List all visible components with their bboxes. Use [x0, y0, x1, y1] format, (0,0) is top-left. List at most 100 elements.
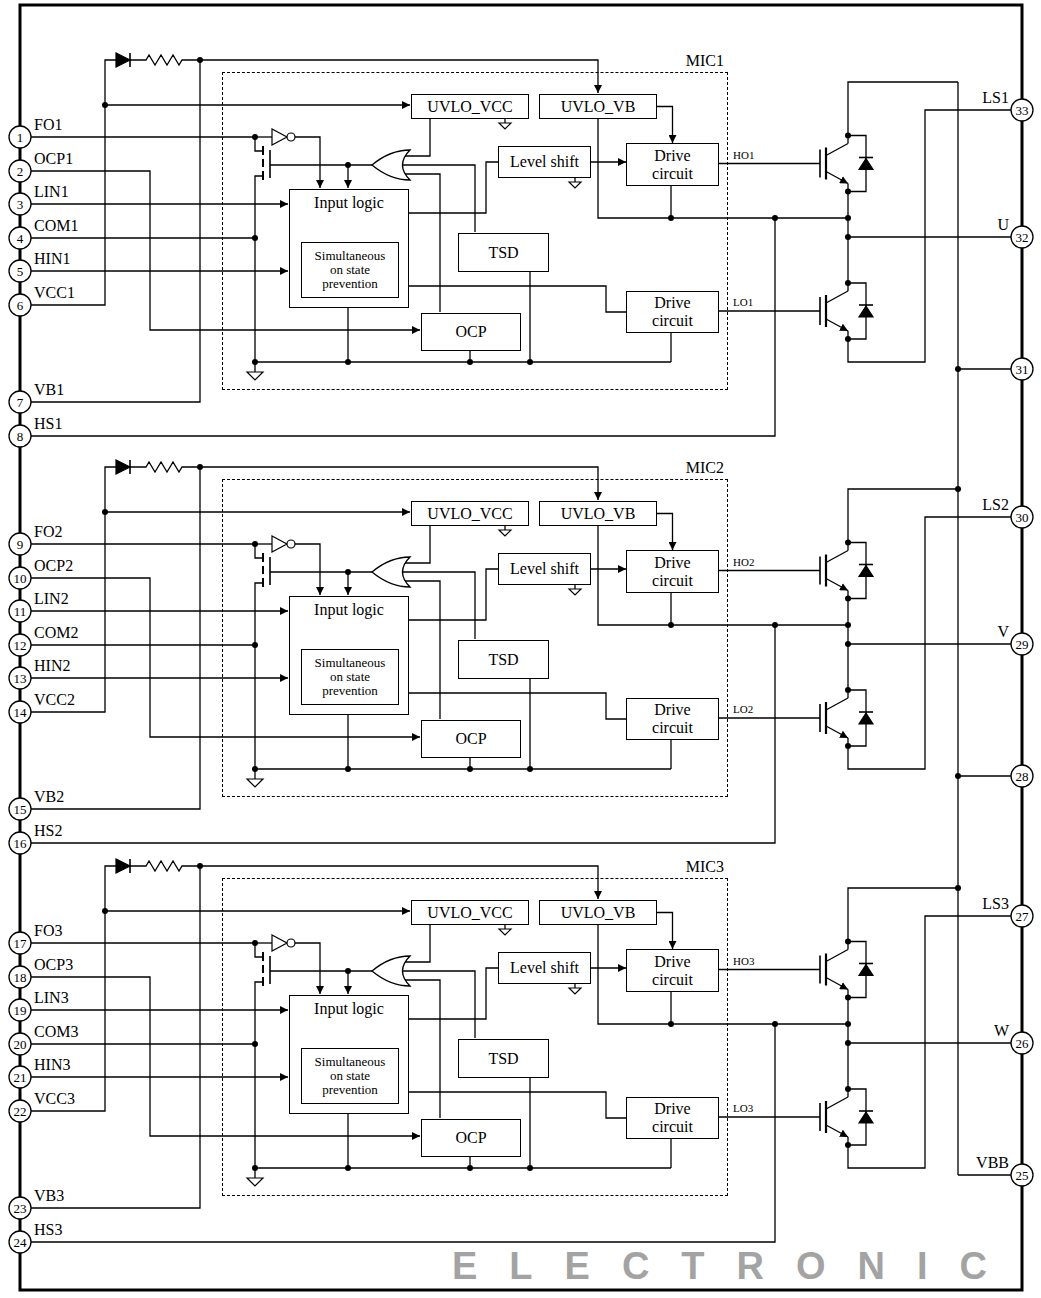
diode-symbol	[859, 564, 873, 566]
wire	[848, 643, 1022, 644]
ocp-box: OCP	[421, 720, 521, 758]
wire	[718, 310, 820, 311]
mosfet-symbol	[269, 150, 271, 178]
igbt-symbol	[826, 319, 848, 331]
wire	[20, 977, 420, 1136]
mic-block: MIC1UVLO_VCCUVLO_VBLevel shiftDrive circ…	[222, 72, 728, 390]
box-label: Input logic	[314, 194, 384, 212]
pin-name: U	[997, 216, 1009, 233]
wire	[105, 511, 410, 512]
wire	[255, 583, 263, 779]
inverter-symbol	[272, 935, 287, 951]
pin-circle	[1011, 358, 1033, 380]
pin-circle	[9, 999, 31, 1021]
box-label: Drive circuit	[642, 554, 704, 590]
igbt-symbol	[826, 551, 848, 563]
pin-name: HS1	[34, 415, 62, 432]
signal-connector	[409, 162, 498, 213]
pin-circle	[9, 227, 31, 249]
wire	[20, 467, 598, 809]
wire	[400, 165, 475, 232]
pin-circle	[9, 391, 31, 413]
wire	[848, 82, 958, 144]
pin-number: 28	[1016, 770, 1029, 783]
junction-dot	[467, 1165, 473, 1171]
drive-circuit-box: Drive circuit	[626, 143, 719, 186]
box-label: OCP	[455, 1129, 486, 1147]
signal-name: HO3	[733, 955, 754, 967]
pin-circle	[9, 966, 31, 988]
diode-symbol	[116, 53, 130, 67]
wire	[20, 866, 116, 1111]
wire	[670, 739, 671, 769]
wire	[848, 1042, 1022, 1043]
junction-dot	[345, 766, 351, 772]
pin-circle	[9, 425, 31, 447]
ground-symbol	[569, 182, 581, 188]
wire	[347, 971, 348, 994]
block-title: MIC1	[686, 52, 724, 70]
mosfet-symbol	[269, 557, 271, 585]
wire	[957, 82, 958, 1175]
wire	[347, 572, 348, 595]
junction-dot	[252, 1041, 258, 1047]
pin-name: OCP2	[34, 557, 73, 574]
pin-name: HIN2	[34, 657, 70, 674]
wire	[20, 60, 598, 402]
mosfet-symbol	[262, 159, 264, 167]
ground-symbol	[247, 1178, 263, 1186]
signal-connector	[409, 693, 626, 719]
pin-name: COM2	[34, 624, 78, 641]
wire	[848, 489, 958, 551]
wire	[20, 578, 420, 737]
junction-dot	[527, 766, 533, 772]
box-label: OCP	[455, 323, 486, 341]
wire	[347, 1113, 348, 1168]
mosfet-symbol	[262, 952, 264, 961]
pin-number: 30	[1016, 511, 1029, 524]
diode-symbol	[859, 304, 873, 306]
box-label: UVLO_VB	[561, 98, 636, 116]
watermark: ELECTRONIC	[452, 1247, 1019, 1285]
wire	[20, 270, 288, 271]
box-label: Input logic	[314, 601, 384, 619]
pin-number: 27	[1016, 910, 1029, 923]
wire	[347, 714, 348, 769]
igbt-symbol	[826, 698, 848, 710]
inverter-symbol	[287, 133, 295, 141]
mic-block: MIC3UVLO_VCCUVLO_VBLevel shiftDrive circ…	[222, 878, 728, 1196]
signal-connector	[657, 913, 673, 950]
wire	[718, 717, 820, 718]
junction-dot	[527, 1165, 533, 1171]
wire	[20, 644, 255, 645]
igbt-symbol	[826, 291, 848, 303]
ground-symbol	[499, 929, 511, 935]
pin-name: VCC2	[34, 691, 75, 708]
junction-dot	[772, 1021, 778, 1027]
wire	[105, 910, 410, 911]
wire	[20, 625, 775, 843]
wire	[718, 969, 820, 970]
pin-number: 25	[1016, 1169, 1029, 1182]
pin-name: COM3	[34, 1023, 78, 1040]
pin-number: 12	[14, 639, 27, 652]
box-label: Drive circuit	[642, 953, 704, 989]
uvlo-box: UVLO_VB	[539, 501, 657, 526]
level-shift-box: Level shift	[498, 553, 591, 585]
pin-number: 31	[1016, 363, 1029, 376]
wire	[848, 236, 1022, 237]
diode-symbol	[859, 159, 873, 170]
igbt-symbol	[819, 557, 821, 585]
wire	[598, 525, 848, 625]
box-label: UVLO_VB	[561, 904, 636, 922]
pin-name: LIN3	[34, 989, 69, 1006]
pin-circle	[9, 1033, 31, 1055]
junction-dot	[345, 1165, 351, 1171]
box-label: UVLO_VCC	[427, 904, 512, 922]
wire	[295, 544, 320, 595]
pin-number: 20	[14, 1038, 27, 1051]
or-gate-symbol	[372, 150, 410, 180]
mosfet-symbol	[262, 553, 264, 562]
pin-name: V	[997, 623, 1009, 640]
